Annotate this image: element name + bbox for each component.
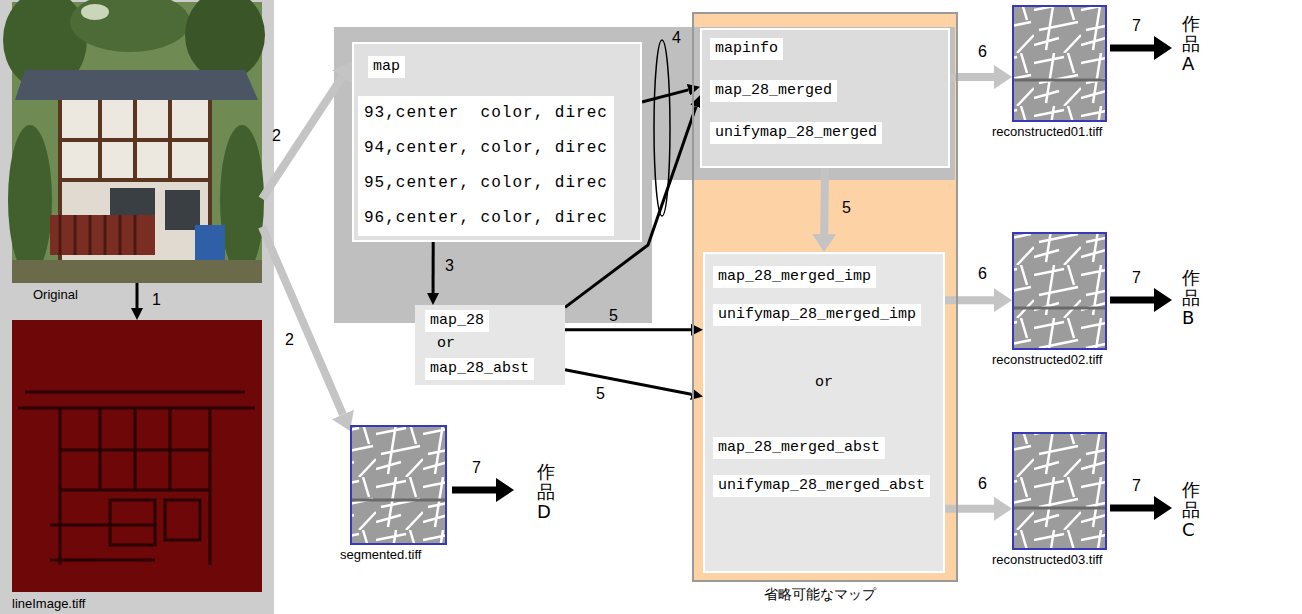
step-number: 1 (150, 292, 163, 308)
arrowhead (1154, 36, 1172, 60)
merge-panel (652, 27, 955, 180)
tree (185, 0, 265, 80)
window-edge (165, 500, 200, 540)
image-frame: reconstructed03.tiff (1012, 432, 1107, 550)
step-number: 7 (1130, 478, 1143, 494)
image-caption: lineImage.tiff (12, 596, 85, 611)
optional-map-panel-fill (692, 12, 958, 582)
arrowhead (1154, 496, 1172, 520)
image-frame: reconstructed02.tiff (1012, 232, 1107, 350)
optional-map-panel: 省略可能なマップmapinfomap_28_mergedunifymap_28_… (692, 12, 958, 582)
work-label: 作品D (537, 462, 555, 521)
step-number: 7 (1130, 270, 1143, 286)
map-choice-box: map_28or map_28_abst (415, 305, 565, 385)
reconstructed-texture (1012, 432, 1107, 550)
map-name: map_28_merged_imp (713, 266, 876, 288)
water-tank (195, 225, 225, 260)
step-number: 7 (1130, 18, 1143, 34)
map-box: map 93,center color, direc94,center, colo… (352, 42, 642, 242)
step-number: 7 (470, 460, 483, 476)
step-number: 4 (670, 30, 683, 46)
step-number: 5 (594, 386, 607, 402)
output-arrow (1110, 297, 1156, 304)
process-arrow (432, 242, 435, 293)
step-number: 6 (976, 44, 989, 60)
process-arrow (565, 370, 691, 394)
map-name: unifymap_28_merged (710, 122, 882, 144)
process-arrow (136, 283, 139, 308)
process-arrow-grey (820, 168, 829, 234)
merged-map-box: mapinfo map_28_merged unifymap_28_merged (700, 28, 950, 168)
balcony-slats (60, 215, 135, 255)
work-label: 作品A (1182, 14, 1200, 73)
balcony (50, 215, 155, 255)
map-name: unifymap_28_merged_imp (713, 304, 921, 326)
house-photo (3, 0, 265, 283)
left-panel (0, 0, 274, 614)
image-caption: reconstructed03.tiff (992, 552, 1102, 567)
photo-frame: Original (12, 2, 262, 283)
reconstructed-texture (1012, 232, 1107, 350)
map-name: map_28 (425, 310, 489, 332)
arrowhead (1154, 288, 1172, 312)
roof (15, 70, 258, 100)
edge-lines (18, 392, 255, 565)
image-frame: segmented.tiff (350, 425, 447, 545)
image-caption: reconstructed01.tiff (992, 124, 1102, 139)
tree (70, 0, 190, 52)
image-caption: segmented.tiff (340, 547, 421, 562)
image-caption: Original (33, 287, 78, 302)
map-entry: 95,center, color, direc (358, 166, 614, 201)
or-word: or (815, 374, 833, 392)
tree (220, 125, 264, 275)
output-arrow (1110, 45, 1156, 52)
line-image-ground (12, 320, 262, 592)
step-number: 2 (283, 332, 296, 348)
window-edge (110, 500, 155, 545)
work-label: 作品B (1182, 268, 1200, 327)
process-arrow-grey (262, 77, 342, 199)
sky-patch (81, 4, 109, 20)
map-entry: 93,center color, direc (358, 96, 614, 131)
step-number: 5 (840, 200, 853, 216)
work-label: 作品C (1182, 480, 1200, 539)
process-arrow (565, 328, 691, 331)
window (165, 190, 200, 230)
output-arrow (452, 487, 498, 494)
map-name: map_28_merged_abst (713, 437, 885, 459)
map-title: map (368, 56, 405, 78)
arrowhead (496, 478, 514, 502)
process-arrow-grey (945, 296, 994, 304)
map-name: map_28_abst (425, 358, 534, 380)
step-number: 6 (976, 476, 989, 492)
map-name: map_28_merged (710, 80, 837, 102)
panel-caption: 省略可能なマップ (764, 586, 876, 602)
map-name: mapinfo (710, 38, 783, 60)
image-frame: reconstructed01.tiff (1012, 5, 1107, 122)
process-arrow-grey (262, 227, 343, 415)
step-number: 2 (270, 128, 283, 144)
map-entry: 94,center, color, direc (358, 131, 614, 166)
line-image (12, 320, 262, 592)
segmented-texture (350, 425, 447, 545)
ground (12, 260, 262, 283)
or-word: or (437, 335, 455, 353)
step-number: 3 (443, 258, 456, 274)
step-number: 5 (607, 308, 620, 324)
step-number: 6 (976, 266, 989, 282)
improved-map-box: map_28_merged_imp unifymap_28_merged_impo… (703, 252, 945, 573)
process-arrow-grey (945, 505, 994, 513)
output-arrow (1110, 505, 1156, 512)
map-name: unifymap_28_merged_abst (713, 475, 930, 497)
image-frame: lineImage.tiff (12, 320, 262, 592)
image-caption: reconstructed02.tiff (992, 352, 1102, 367)
tree (8, 125, 52, 275)
reconstructed-texture (1012, 5, 1107, 122)
process-arrow (642, 90, 688, 102)
map-entry: 96,center, color, direc (358, 201, 614, 236)
